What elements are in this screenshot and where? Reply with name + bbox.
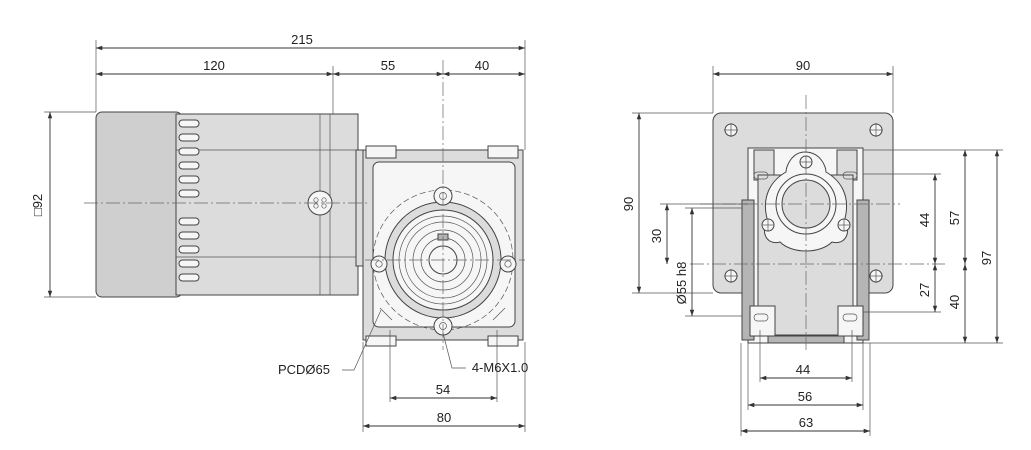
label-thread: 4-M6X1.0 bbox=[472, 360, 528, 375]
dim-63: 63 bbox=[799, 415, 813, 430]
gearbox-end bbox=[741, 147, 870, 344]
cooling-fins bbox=[178, 119, 200, 282]
dim-97: 97 bbox=[979, 251, 994, 265]
dim-44-vertical: 44 bbox=[917, 213, 932, 227]
dim-motor-length: 120 bbox=[203, 58, 225, 73]
dim-40: 40 bbox=[947, 295, 962, 309]
dim-54: 54 bbox=[436, 382, 450, 397]
end-view: 90 90 30 Ø55 h8 44 57 97 27 40 44 56 63 bbox=[621, 58, 1003, 436]
dim-gear-left: 55 bbox=[381, 58, 395, 73]
dim-57: 57 bbox=[947, 211, 962, 225]
dim-27: 27 bbox=[917, 283, 932, 297]
dim-gear-right: 40 bbox=[475, 58, 489, 73]
dim-motor-square: □92 bbox=[30, 194, 45, 216]
dim-overall-length: 215 bbox=[291, 32, 313, 47]
dim-shaft-diameter: Ø55 h8 bbox=[674, 262, 689, 305]
dim-end-width: 90 bbox=[796, 58, 810, 73]
label-pcd: PCDØ65 bbox=[278, 362, 330, 377]
dim-56: 56 bbox=[798, 389, 812, 404]
dim-end-height: 90 bbox=[621, 197, 636, 211]
dim-80: 80 bbox=[437, 410, 451, 425]
dim-30: 30 bbox=[649, 229, 664, 243]
flange-holes bbox=[724, 123, 883, 283]
dim-44-horizontal: 44 bbox=[796, 362, 810, 377]
motor-body bbox=[95, 111, 365, 298]
side-view: 215 120 55 40 □92 54 80 PCDØ65 4-M6X1.0 bbox=[30, 32, 528, 432]
